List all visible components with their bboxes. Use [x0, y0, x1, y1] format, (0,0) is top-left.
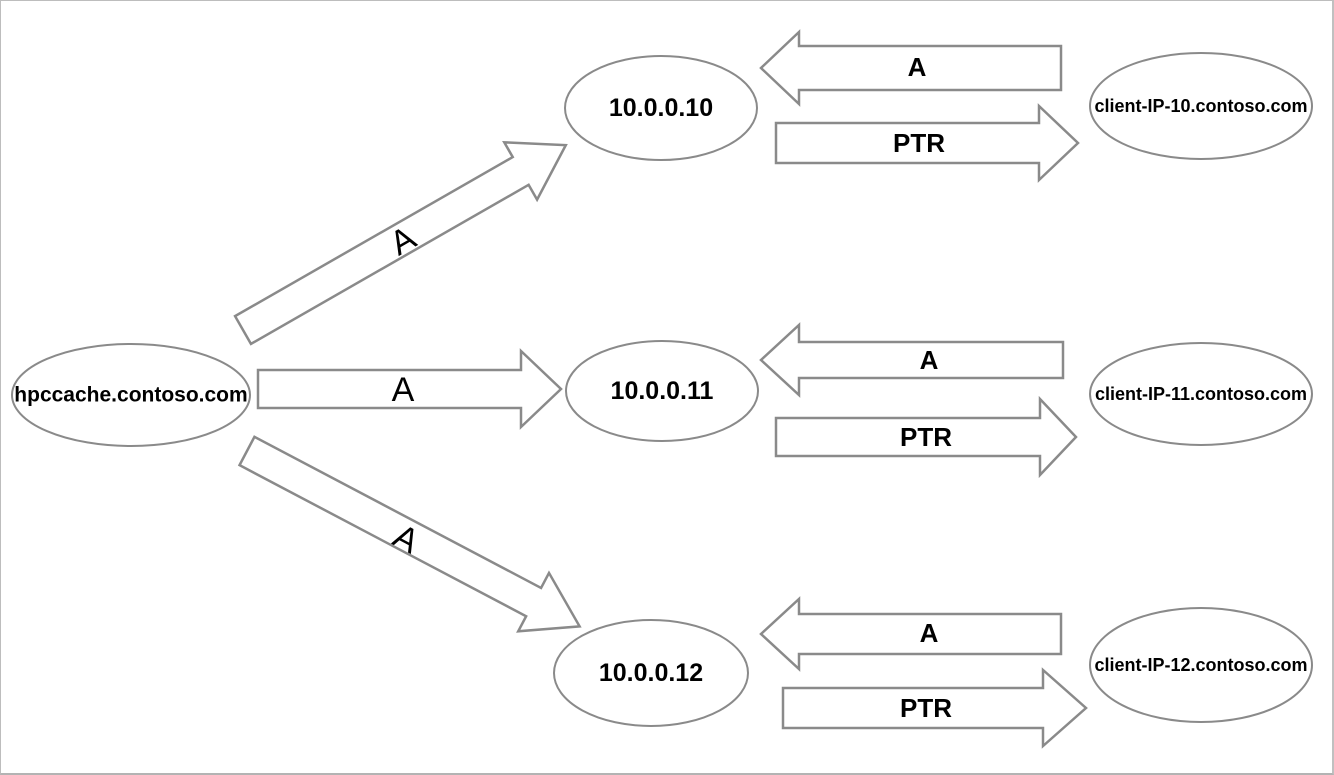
a-record-label: A: [392, 371, 415, 409]
node-ellipse: [1089, 342, 1313, 446]
block-arrow-right-icon: [781, 667, 1088, 749]
block-arrow-left-icon: [759, 596, 1063, 672]
block-arrow-right-icon: [774, 103, 1080, 183]
a-record-label: A: [920, 618, 939, 648]
node-ellipse: [11, 343, 251, 447]
ptr-record-arrow-ip-10-to-client-10: PTR: [774, 103, 1080, 183]
node-source-hostname: hpccache.contoso.com: [11, 343, 251, 447]
node-ellipse: [1089, 52, 1313, 160]
a-record-label: A: [908, 52, 927, 82]
node-ip-10-0-0-12: 10.0.0.12: [553, 619, 749, 727]
block-arrow-left-icon: [759, 29, 1063, 107]
ptr-record-arrow-ip-11-to-client-11: PTR: [774, 395, 1078, 479]
node-label: hpccache.contoso.com: [14, 384, 247, 407]
node-ellipse: [565, 340, 759, 442]
a-record-arrow-client-10-to-ip-10: A: [759, 29, 1063, 107]
ptr-record-label: PTR: [900, 422, 952, 452]
ptr-record-label: PTR: [893, 128, 945, 158]
block-arrow-right-icon: [774, 395, 1078, 479]
node-client-ip-11: client-IP-11.contoso.com: [1089, 342, 1313, 446]
a-record-arrow-source-to-ip-11: A: [256, 348, 563, 430]
node-client-ip-12: client-IP-12.contoso.com: [1089, 607, 1313, 723]
node-label: client-IP-11.contoso.com: [1095, 384, 1307, 404]
node-ip-10-0-0-10: 10.0.0.10: [564, 55, 758, 161]
a-record-label: A: [920, 345, 939, 375]
ptr-record-arrow-ip-12-to-client-12: PTR: [781, 667, 1088, 749]
block-arrow-left-icon: [759, 322, 1065, 398]
node-label: 10.0.0.12: [599, 659, 703, 687]
a-record-arrow-client-12-to-ip-12: A: [759, 596, 1063, 672]
ptr-record-label: PTR: [900, 693, 952, 723]
node-label: client-IP-12.contoso.com: [1094, 655, 1307, 675]
a-record-arrow-source-to-ip-10: A: [233, 140, 568, 346]
node-client-ip-10: client-IP-10.contoso.com: [1089, 52, 1313, 160]
a-record-arrow-source-to-ip-12: A: [237, 435, 582, 633]
node-ellipse: [1089, 607, 1313, 723]
node-ellipse: [553, 619, 749, 727]
node-ellipse: [564, 55, 758, 161]
a-record-arrow-client-11-to-ip-11: A: [759, 322, 1065, 398]
block-arrow-right-icon: [256, 348, 563, 430]
block-arrow-down-icon: [237, 435, 582, 633]
node-label: 10.0.0.10: [609, 94, 713, 122]
node-label: client-IP-10.contoso.com: [1094, 96, 1307, 116]
node-ip-10-0-0-11: 10.0.0.11: [565, 340, 759, 442]
block-arrow-up-icon: [233, 140, 568, 346]
node-label: 10.0.0.11: [611, 377, 714, 405]
